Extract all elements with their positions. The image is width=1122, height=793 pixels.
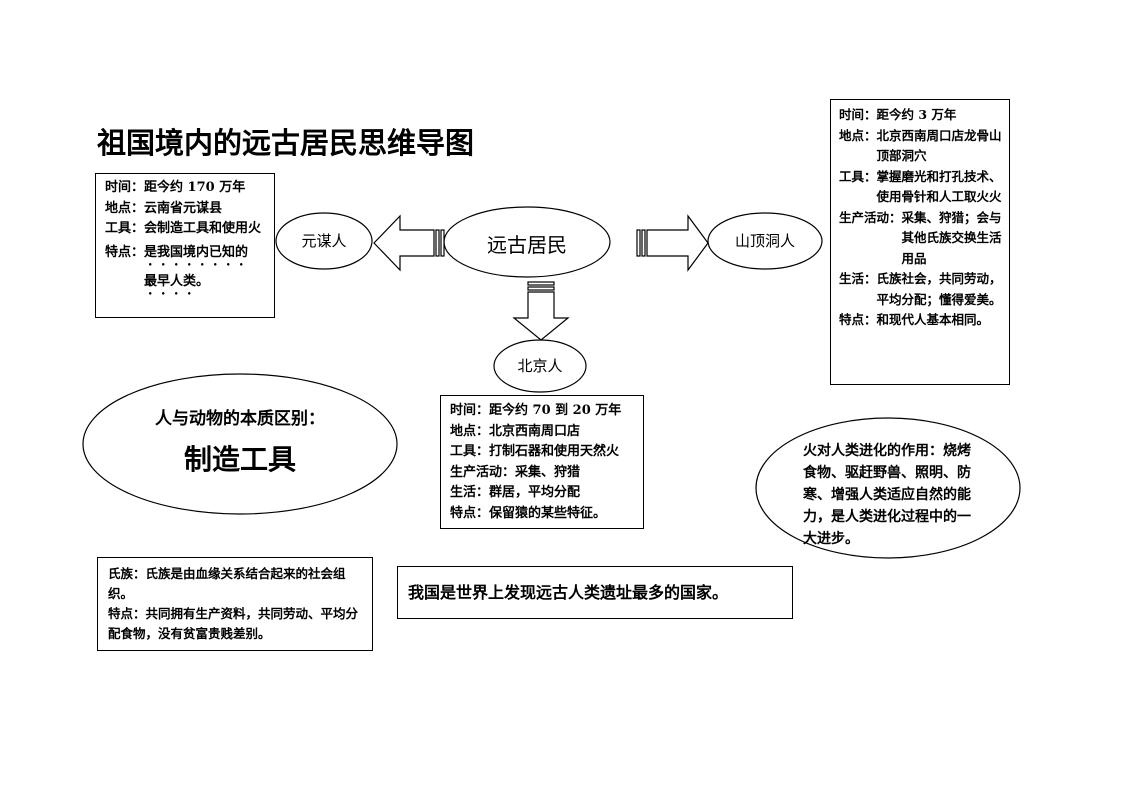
shandingdong-info-row: 时间： 距今约 3 万年 (839, 105, 1003, 126)
info-key: 特点： (450, 505, 490, 521)
page-title: 祖国境内的远古居民思维导图 (97, 126, 475, 160)
clan-feature: 特点：共同拥有生产资料，共同劳动、平均分配食物，没有贫富贵贱差别。 (108, 604, 364, 644)
info-key: 特点： (108, 606, 146, 621)
yuanmou-info-row: 地点： 云南省元谋县 (105, 199, 268, 220)
info-value: 距今约 70 到 20 万年 (489, 403, 622, 418)
yuanmou-info-box: 时间： 距今约 170 万年 地点： 云南省元谋县 工具： 会制造工具和使用火 … (95, 173, 275, 318)
beijing-info-row: 生产活动： 采集、狩猎 (450, 463, 637, 484)
shandingdong-info-row: 工具： 掌握磨光和打孔技术、使用骨针和人工取火火 (839, 167, 1003, 208)
beijing-info-row: 地点： 北京西南周口店 (450, 422, 637, 443)
yuanmou-info-row: 时间： 距今约 170 万年 (105, 178, 268, 199)
info-value: 掌握磨光和打孔技术、使用骨针和人工取火火 (876, 168, 1002, 205)
info-value: 距今约 170 万年 (144, 180, 246, 195)
info-key: 时间： (450, 403, 490, 418)
shandingdong-node-shape (707, 212, 823, 270)
info-value: 会制造工具和使用火 (144, 221, 262, 236)
beijing-info-row: 工具： 打制石器和使用天然火 (450, 442, 637, 463)
fire-ellipse (755, 417, 1021, 559)
info-key: 地点： (839, 127, 877, 143)
fire-text: 火对人类进化的作用：烧烤食物、驱赶野兽、照明、防寒、增强人类适应自然的能力，是人… (803, 443, 971, 547)
info-key: 特点： (105, 244, 145, 260)
essence-ellipse (82, 373, 398, 515)
info-value: 云南省元谋县 (144, 200, 223, 216)
info-value: 和现代人基本相同。 (876, 312, 990, 327)
info-value: 采集、狩猎；会与其他氏族交换生活用品 (901, 209, 1002, 266)
info-value: 共同拥有生产资料，共同劳动、平均分配食物，没有贫富贵贱差别。 (108, 606, 359, 641)
center-node-label: 远古居民 (487, 233, 567, 257)
beijing-info-row: 时间： 距今约 70 到 20 万年 (450, 401, 637, 422)
clan-info-box: 氏族：氏族是由血缘关系结合起来的社会组织。 特点：共同拥有生产资料，共同劳动、平… (97, 557, 373, 651)
shandingdong-info-row: 生产活动： 采集、狩猎；会与其他氏族交换生活用品 (839, 208, 1003, 270)
beijing-node-shape (493, 339, 587, 393)
info-key: 地点： (105, 200, 145, 216)
beijing-node-label: 北京人 (517, 357, 563, 375)
info-key: 生活： (450, 485, 490, 500)
beijing-info-box: 时间： 距今约 70 到 20 万年 地点： 北京西南周口店 工具： 打制石器和… (440, 395, 644, 529)
arrow-to-beijing (512, 281, 570, 341)
info-value: 是我国境内已知的 最早人类。 (144, 240, 268, 298)
shandingdong-info-row: 特点： 和现代人基本相同。 (839, 310, 1003, 331)
fact-text: 我国是世界上发现远古人类遗址最多的国家。 (408, 583, 729, 602)
info-value: 北京西南周口店龙骨山顶部洞穴 (876, 127, 1002, 164)
info-key: 生产活动： (839, 209, 902, 225)
info-key: 生产活动： (450, 464, 516, 480)
info-key: 时间： (839, 107, 877, 122)
info-key: 时间： (105, 180, 145, 195)
info-value: 氏族是由血缘关系结合起来的社会组织。 (108, 566, 346, 601)
yuanmou-node-label: 元谋人 (301, 232, 347, 250)
shandingdong-node-label: 山顶洞人 (734, 232, 795, 250)
essence-answer: 制造工具 (183, 443, 296, 476)
shandingdong-info-row: 地点： 北京西南周口店龙骨山顶部洞穴 (839, 126, 1003, 167)
clan-definition: 氏族：氏族是由血缘关系结合起来的社会组织。 (108, 564, 364, 604)
info-key: 生活： (839, 271, 877, 286)
yuanmou-feature-row: 特点： 是我国境内已知的 最早人类。 (105, 240, 268, 298)
feature-text-emphasized: 是我国境内已知的 (144, 244, 249, 260)
essence-heading: 人与动物的本质区别： (155, 409, 325, 429)
info-key: 工具： (450, 444, 490, 459)
info-key: 氏族： (108, 566, 146, 581)
fact-box: 我国是世界上发现远古人类遗址最多的国家。 (397, 566, 793, 619)
info-value: 北京西南周口店 (489, 423, 581, 439)
info-value: 距今约 3 万年 (876, 107, 957, 122)
beijing-info-row: 特点： 保留猿的某些特征。 (450, 504, 637, 525)
info-value: 打制石器和使用天然火 (489, 444, 620, 459)
beijing-info-row: 生活： 群居，平均分配 (450, 483, 637, 504)
feature-text-emphasized: 最早人类。 (144, 273, 210, 289)
info-key: 工具： (105, 221, 145, 236)
shandingdong-info-row: 生活： 氏族社会，共同劳动，平均分配；懂得爱美。 (839, 269, 1003, 310)
info-value: 群居，平均分配 (489, 485, 581, 500)
arrow-to-shandingdong (636, 214, 709, 272)
info-value: 氏族社会，共同劳动，平均分配；懂得爱美。 (876, 271, 1002, 307)
arrow-to-yuanmou (373, 214, 445, 272)
info-key: 特点： (839, 312, 877, 327)
yuanmou-info-row: 工具： 会制造工具和使用火 (105, 219, 268, 240)
info-key: 地点： (450, 423, 490, 439)
shandingdong-info-box: 时间： 距今约 3 万年 地点： 北京西南周口店龙骨山顶部洞穴 工具： 掌握磨光… (830, 99, 1010, 385)
info-value: 采集、狩猎 (515, 464, 581, 480)
info-key: 工具： (839, 168, 877, 184)
yuanmou-node-shape (275, 212, 373, 270)
info-value: 保留猿的某些特征。 (489, 505, 607, 521)
